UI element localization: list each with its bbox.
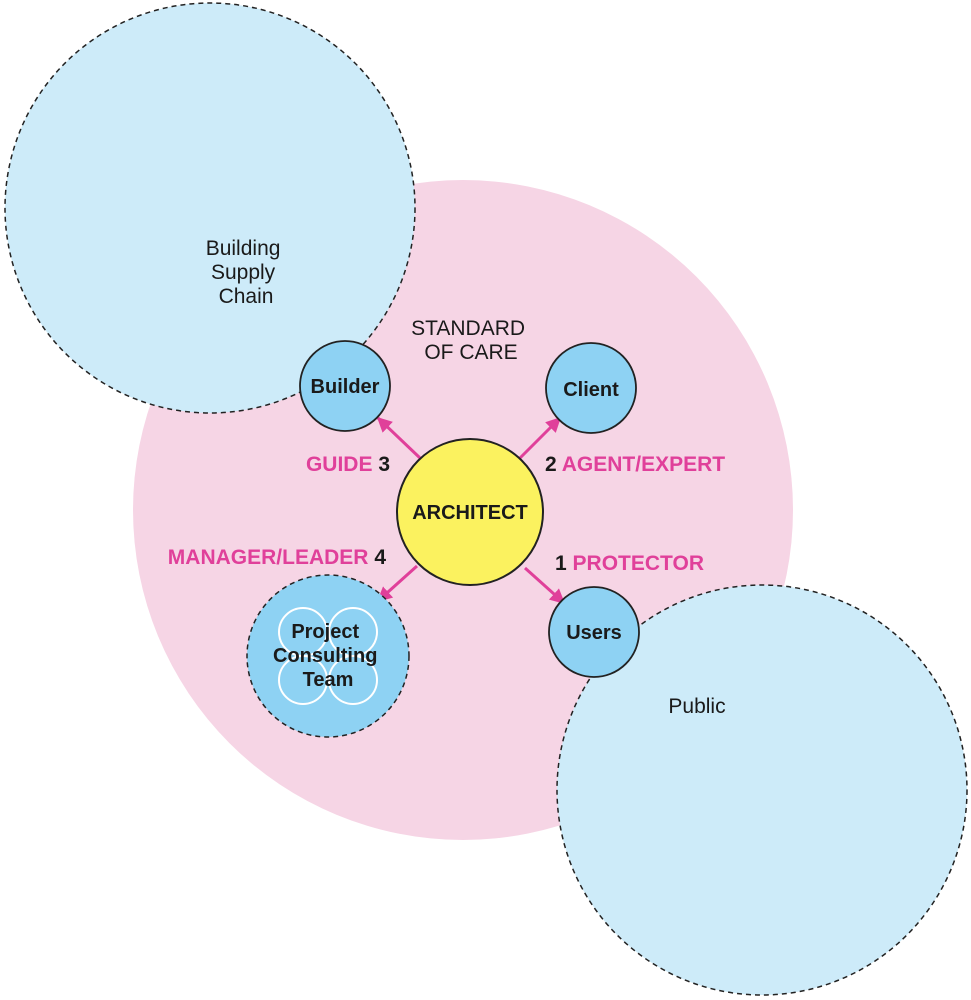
building-supply-chain-label: Building Supply Chain: [206, 237, 287, 308]
builder-label: Builder: [311, 376, 380, 398]
guide-role-label: GUIDE 3: [306, 453, 390, 476]
client-node: [545, 342, 637, 434]
project-consulting-team-node: [246, 574, 410, 738]
standard-of-care-label: STANDARD OF CARE: [411, 317, 531, 364]
public-label: Public: [668, 695, 725, 718]
agent-expert-arrow: [518, 416, 562, 460]
protector-role-label: 1 PROTECTOR: [555, 552, 704, 575]
architect-label: ARCHITECT: [412, 502, 528, 524]
manager-leader-role-label: MANAGER/LEADER 4: [168, 546, 387, 569]
public-circle: [556, 584, 968, 996]
protector-arrow: [523, 566, 566, 605]
guide-arrow: [376, 416, 422, 460]
builder-node: [299, 340, 391, 432]
architect-node: [396, 438, 544, 586]
manager-leader-arrow: [376, 564, 419, 603]
project-consulting-team-label: Project Consulting Team: [273, 621, 383, 691]
users-label: Users: [566, 622, 622, 644]
users-node: [548, 586, 640, 678]
client-label: Client: [563, 379, 619, 401]
building-supply-chain-circle: [4, 2, 416, 414]
overlapping-circles-icon: [278, 607, 378, 705]
agent-expert-role-label: 2 AGENT/EXPERT: [545, 453, 725, 476]
